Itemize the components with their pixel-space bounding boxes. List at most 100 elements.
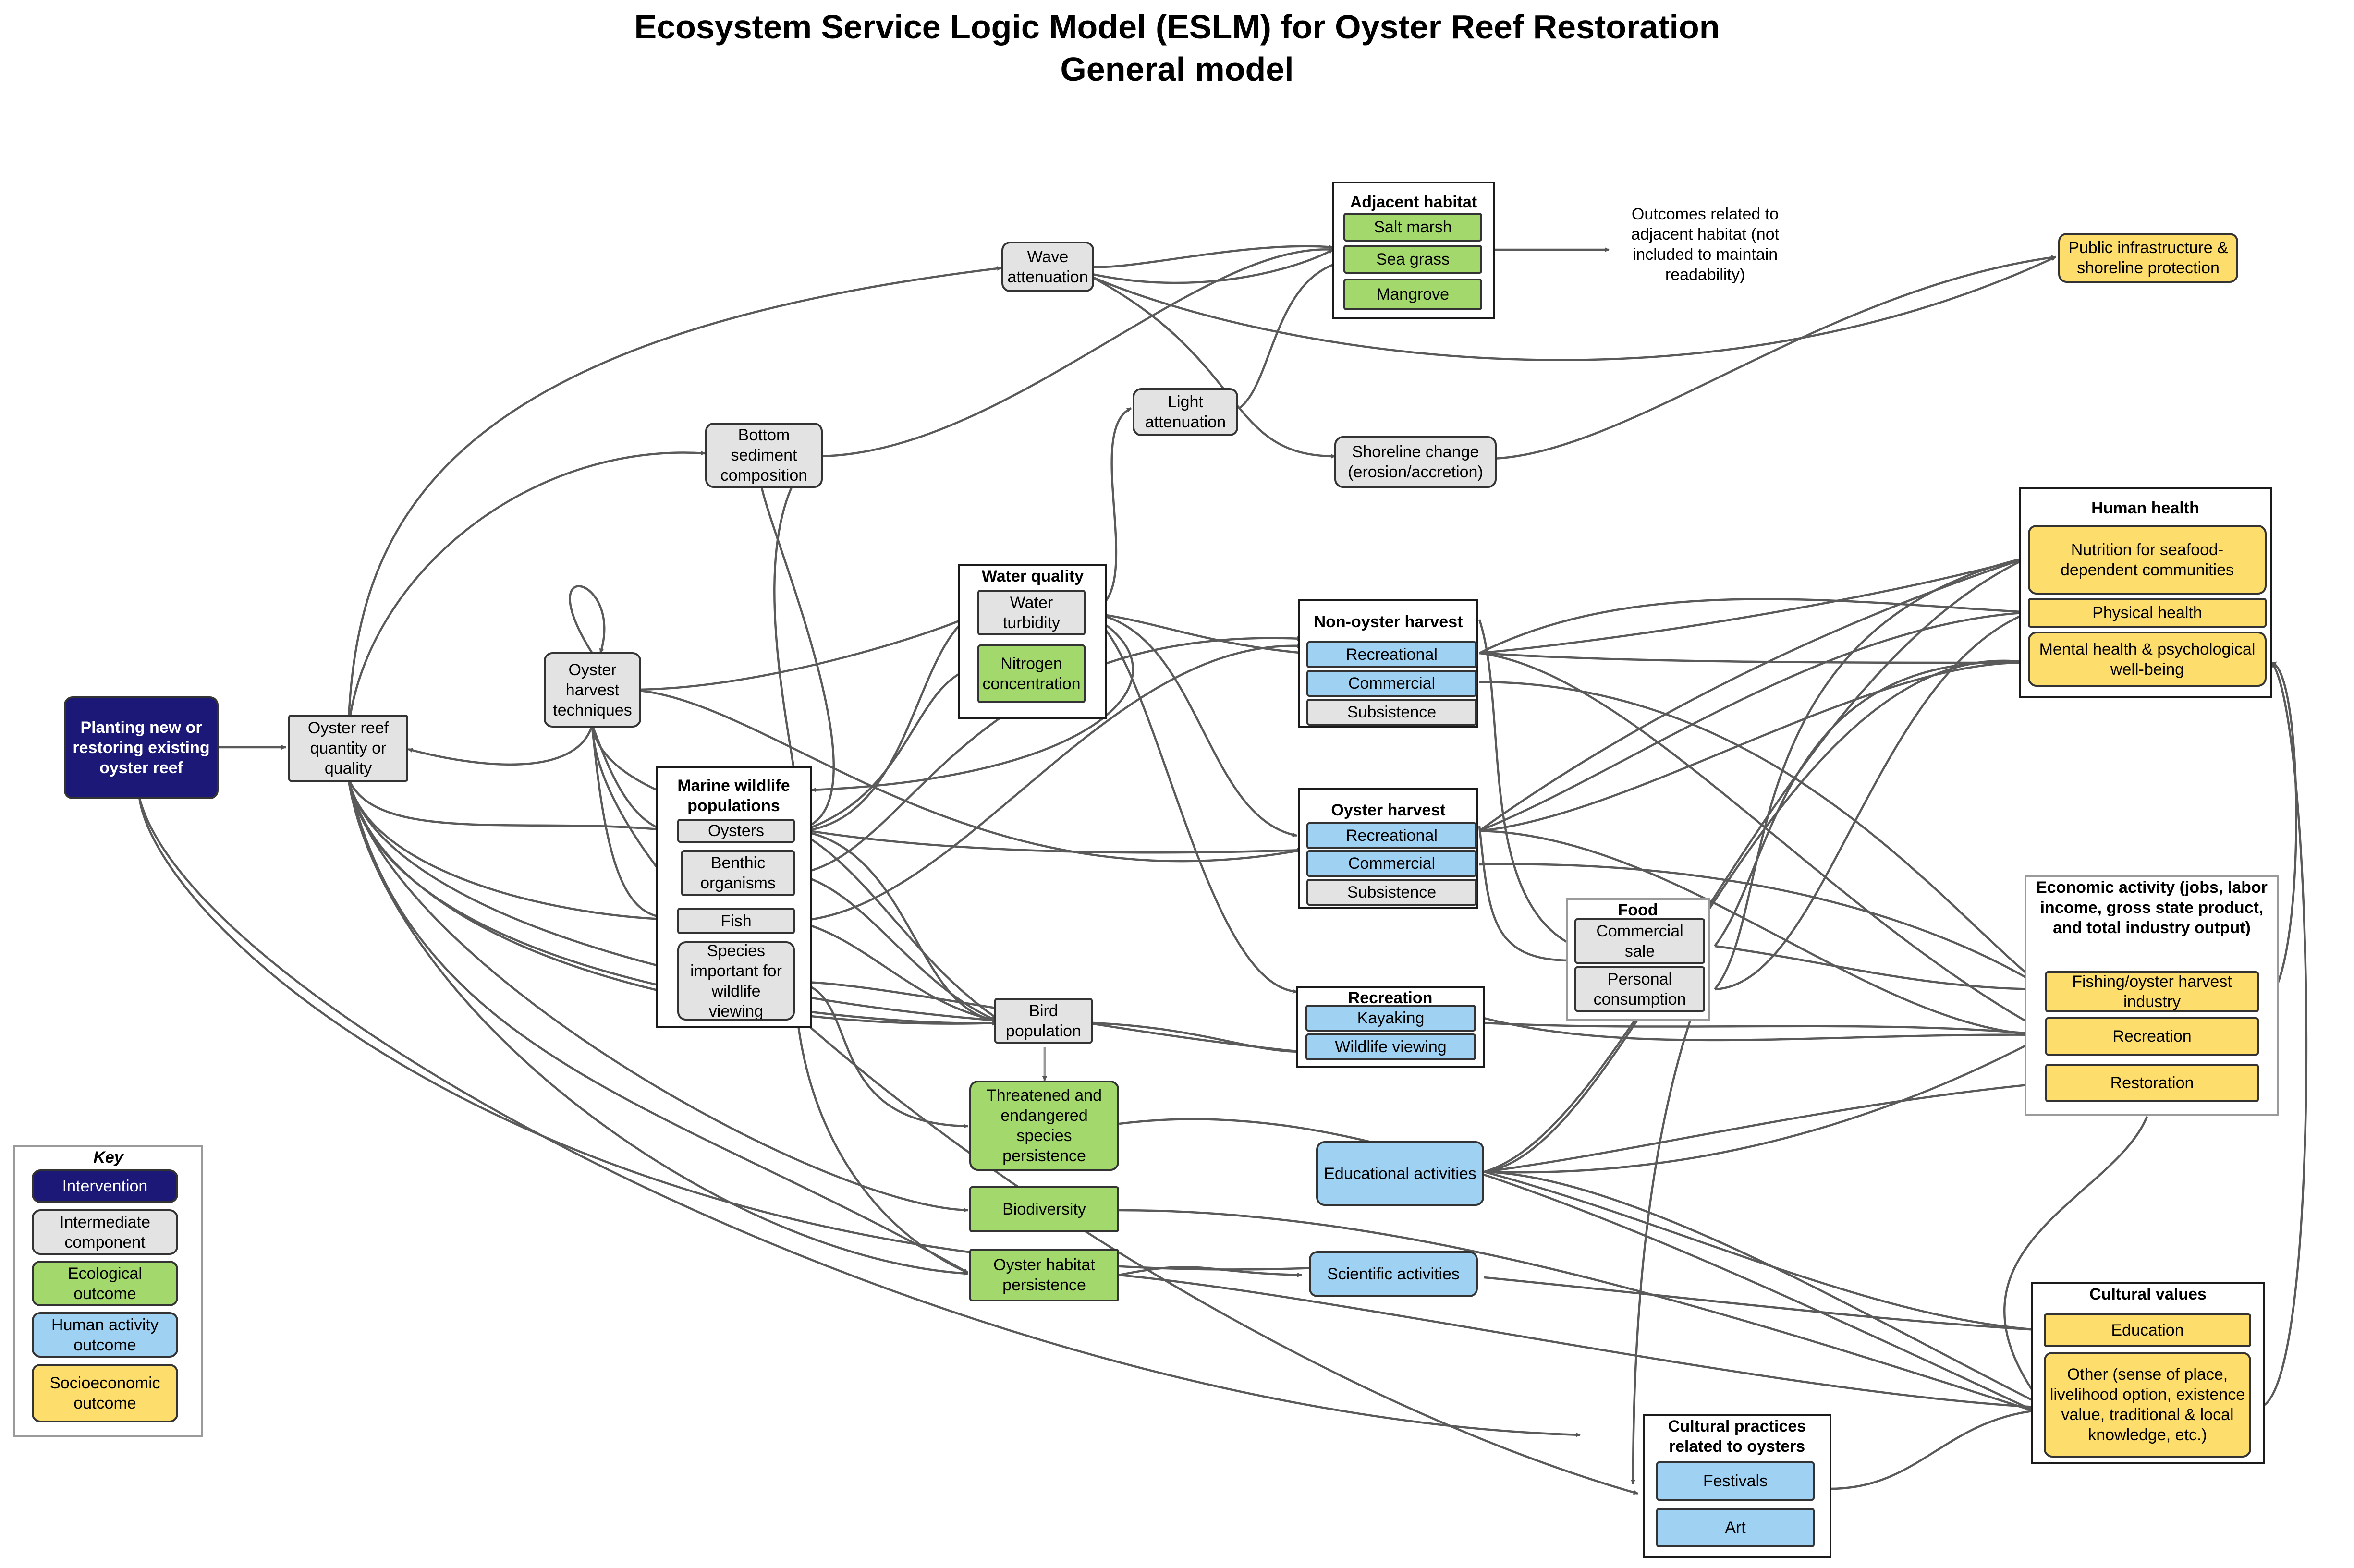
- edge: [1479, 863, 2047, 990]
- edge: [1119, 1266, 1302, 1277]
- benthic-organisms-node: Benthic organisms: [681, 850, 795, 896]
- edge: [1484, 1017, 2047, 1042]
- edge: [591, 725, 663, 919]
- edge: [591, 725, 663, 831]
- edge: [408, 725, 594, 766]
- edge: [1090, 244, 1333, 268]
- edge: [804, 611, 976, 832]
- kayaking-node: Kayaking: [1305, 1005, 1476, 1032]
- cultural-practices-title: Cultural practices related to oysters: [1668, 1417, 1806, 1456]
- edge: [1631, 954, 1710, 1484]
- non-oyster-commercial-node: Commercial: [1306, 670, 1477, 697]
- edge: [347, 778, 968, 1276]
- edge: [347, 778, 663, 832]
- other-values-node: Other (sense of place, livelihood option…: [2044, 1352, 2251, 1458]
- festivals-node: Festivals: [1656, 1461, 1815, 1501]
- edge: [1479, 610, 2030, 832]
- edge: [1085, 611, 1297, 838]
- edge: [1479, 652, 2030, 665]
- edge: [2259, 662, 2308, 1409]
- shoreline-change-node: Shoreline change (erosion/accretion): [1334, 436, 1497, 488]
- edge: [591, 725, 1638, 1495]
- oyster-harvest-title: Oyster harvest: [1331, 801, 1446, 819]
- legend-title: Key: [93, 1148, 123, 1167]
- light-attenuation-node: Light attenuation: [1133, 388, 1238, 436]
- water-quality-title: Water quality: [981, 567, 1084, 585]
- edge: [1238, 260, 1343, 409]
- edge: [1090, 255, 2056, 361]
- commercial-sale-node: Commercial sale: [1574, 918, 1705, 964]
- recreation-title: Recreation: [1348, 989, 1433, 1007]
- edge: [347, 778, 969, 1274]
- edge: [1479, 660, 2030, 832]
- edge: [1714, 611, 2030, 991]
- species-wildlife-viewing-node: Species important for wildlife viewing: [677, 941, 795, 1021]
- nutrition-node: Nutrition for seafood-dependent communit…: [2028, 525, 2267, 595]
- oysters-node: Oysters: [677, 819, 795, 843]
- human-health-title: Human health: [2091, 499, 2199, 517]
- personal-consumption-node: Personal consumption: [1574, 966, 1705, 1012]
- wildlife-viewing-node: Wildlife viewing: [1305, 1033, 1476, 1060]
- oyster-subsistence-node: Subsistence: [1306, 879, 1477, 906]
- edge: [569, 585, 606, 654]
- edge: [1484, 1034, 2047, 1174]
- oyster-harvest-techniques-node: Oyster harvest techniques: [544, 652, 641, 728]
- edge: [1493, 255, 2056, 460]
- edge: [347, 266, 1002, 730]
- physical-health-node: Physical health: [2028, 598, 2267, 628]
- edge: [794, 981, 968, 1129]
- edge: [1478, 826, 1571, 963]
- edge: [1484, 1170, 2047, 1409]
- edge: [804, 666, 976, 831]
- legend-intervention: Intervention: [32, 1169, 178, 1203]
- edge: [794, 828, 997, 1022]
- edge: [821, 247, 1336, 458]
- nitrogen-concentration-node: Nitrogen concentration: [977, 644, 1086, 703]
- food-title: Food: [1618, 901, 1658, 919]
- education-value-node: Education: [2044, 1313, 2251, 1347]
- edge: [794, 636, 1302, 875]
- legend-ecological: Ecological outcome: [32, 1261, 178, 1306]
- mental-health-node: Mental health & psychological well-being: [2028, 632, 2267, 687]
- legend-human-activity: Human activity outcome: [32, 1312, 178, 1358]
- bird-population-node: Bird population: [994, 998, 1093, 1044]
- edge: [1714, 945, 2047, 992]
- edge: [2003, 1116, 2148, 1410]
- edge: [796, 1018, 968, 1274]
- oyster-reef-node: Oyster reef quantity or quality: [288, 715, 408, 782]
- fishing-industry-node: Fishing/oyster harvest industry: [2045, 971, 2259, 1012]
- edge: [347, 450, 706, 730]
- edge: [1484, 1081, 2047, 1173]
- subtitle-line: General model: [1060, 50, 1294, 88]
- legend-socioeconomic: Socioeconomic outcome: [32, 1364, 178, 1422]
- edge: [1484, 1021, 2047, 1037]
- sea-grass-node: Sea grass: [1343, 245, 1482, 274]
- economic-restoration-node: Restoration: [2045, 1064, 2259, 1102]
- edge: [624, 688, 1302, 863]
- edge: [1714, 556, 2030, 990]
- edge: [1479, 652, 2047, 1033]
- mangrove-node: Mangrove: [1343, 279, 1482, 310]
- edge: [1830, 1407, 2047, 1490]
- economic-recreation-node: Recreation: [2045, 1017, 2259, 1056]
- oyster-commercial-node: Commercial: [1306, 850, 1477, 877]
- cultural-values-title: Cultural values: [2089, 1285, 2207, 1303]
- edge: [1479, 681, 2047, 990]
- water-turbidity-node: Water turbidity: [977, 590, 1086, 635]
- edge: [1479, 829, 2047, 1037]
- fish-node: Fish: [677, 908, 795, 934]
- edge: [1484, 556, 2030, 1173]
- edge: [1484, 659, 2030, 1173]
- edge: [2264, 661, 2297, 1003]
- oyster-recreational-node: Recreational: [1306, 822, 1477, 849]
- wave-attenuation-node: Wave attenuation: [1001, 242, 1094, 292]
- oyster-habitat-persistence-node: Oyster habitat persistence: [969, 1249, 1119, 1301]
- scientific-activities-node: Scientific activities: [1309, 1251, 1478, 1297]
- planting-intervention-node: Planting new or restoring existing oyste…: [64, 696, 219, 799]
- edge: [1119, 1274, 2037, 1410]
- edge: [794, 643, 1302, 923]
- edge: [347, 778, 997, 1026]
- edge: [1478, 598, 2030, 655]
- edge: [794, 828, 998, 1019]
